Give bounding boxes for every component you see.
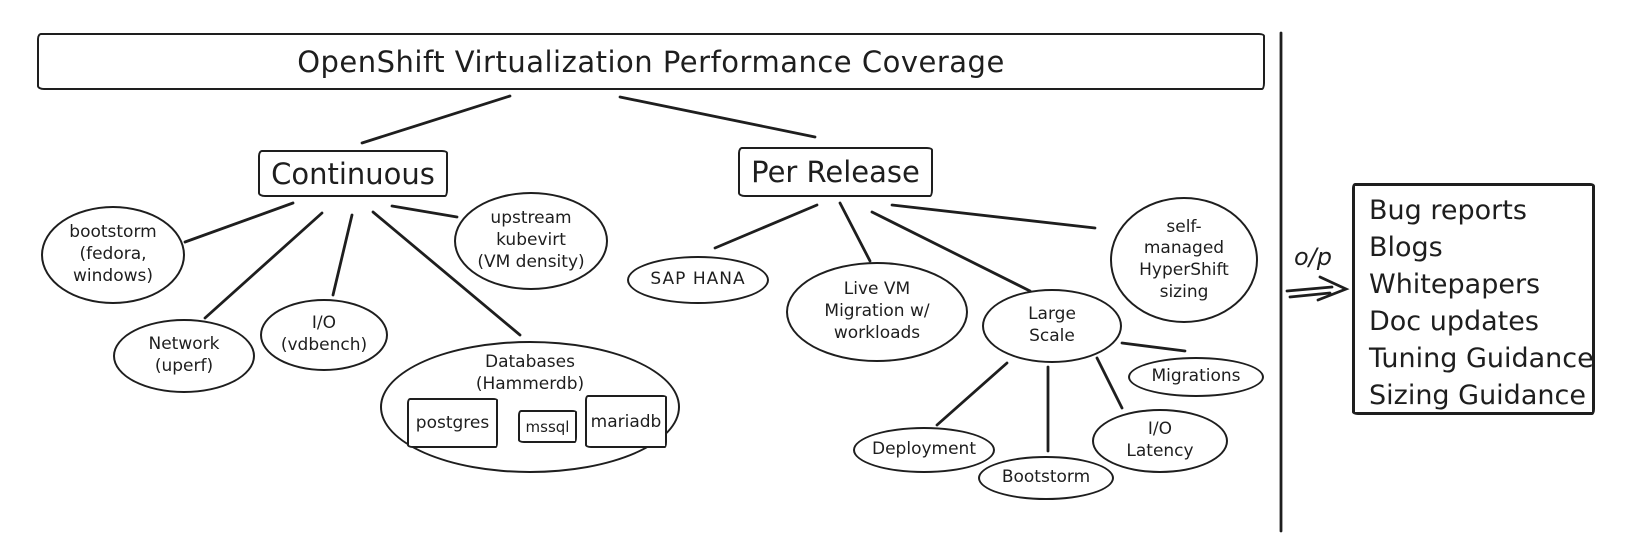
output-item: Bug reports <box>1369 195 1527 226</box>
node-upstream-kubevirt: upstream kubevirt (VM density) <box>454 192 608 290</box>
edge-perrelease-largescale <box>870 210 1032 293</box>
node-bootstorm-vms: bootstorm (fedora, windows) <box>41 206 185 304</box>
edge-perrelease-livevm <box>838 201 872 263</box>
node-live-vm-migration: Live VM Migration w/ workloads <box>786 262 968 362</box>
db-item-mssql: mssql <box>518 410 577 443</box>
output-arrow-label: o/p <box>1294 243 1333 271</box>
output-box: Bug reports Blogs Whitepapers Doc update… <box>1352 183 1595 415</box>
node-migrations: Migrations <box>1128 357 1264 397</box>
edge-largescale-migrations <box>1120 341 1187 353</box>
edge-title-per-release <box>618 95 817 139</box>
output-item: Blogs <box>1369 232 1443 263</box>
node-network-uperf: Network (uperf) <box>113 319 255 393</box>
databases-label: Databases (Hammerdb) <box>475 352 585 395</box>
output-item: Doc updates <box>1369 306 1539 337</box>
edge-largescale-iolatency <box>1095 356 1124 410</box>
output-item: Whitepapers <box>1369 269 1541 300</box>
output-item: Sizing Guidance <box>1369 380 1586 411</box>
edge-title-continuous <box>360 94 512 145</box>
edge-continuous-databases <box>371 210 522 337</box>
diagram-title-box: OpenShift Virtualization Performance Cov… <box>37 33 1265 90</box>
node-io-vdbench: I/O (vdbench) <box>260 299 388 371</box>
node-hypershift-sizing: self- managed HyperShift sizing <box>1110 197 1258 323</box>
node-sap-hana: SAP HANA <box>627 256 769 304</box>
output-arrow-icon <box>1285 275 1350 302</box>
diagram-title: OpenShift Virtualization Performance Cov… <box>297 44 1005 79</box>
db-item-postgres: postgres <box>407 398 498 448</box>
branch-per-release-label: Per Release <box>751 155 920 189</box>
db-item-mariadb: mariadb <box>585 395 667 448</box>
node-io-latency: I/O Latency <box>1092 409 1228 473</box>
branch-per-release-box: Per Release <box>738 147 933 197</box>
output-item: Tuning Guidance <box>1369 343 1594 374</box>
node-bootstorm-scale: Bootstorm <box>978 456 1114 500</box>
edge-continuous-network <box>203 211 324 320</box>
node-large-scale: Large Scale <box>982 289 1122 363</box>
branch-continuous-box: Continuous <box>258 150 448 197</box>
edge-continuous-io <box>331 213 354 297</box>
edge-continuous-upstream <box>390 204 459 219</box>
edge-perrelease-saphana <box>713 203 819 250</box>
branch-continuous-label: Continuous <box>271 156 435 191</box>
edge-largescale-deployment <box>935 361 1009 427</box>
edge-continuous-bootstorm <box>183 201 295 244</box>
node-deployment: Deployment <box>853 427 995 473</box>
edge-perrelease-hypershift <box>890 203 1097 230</box>
